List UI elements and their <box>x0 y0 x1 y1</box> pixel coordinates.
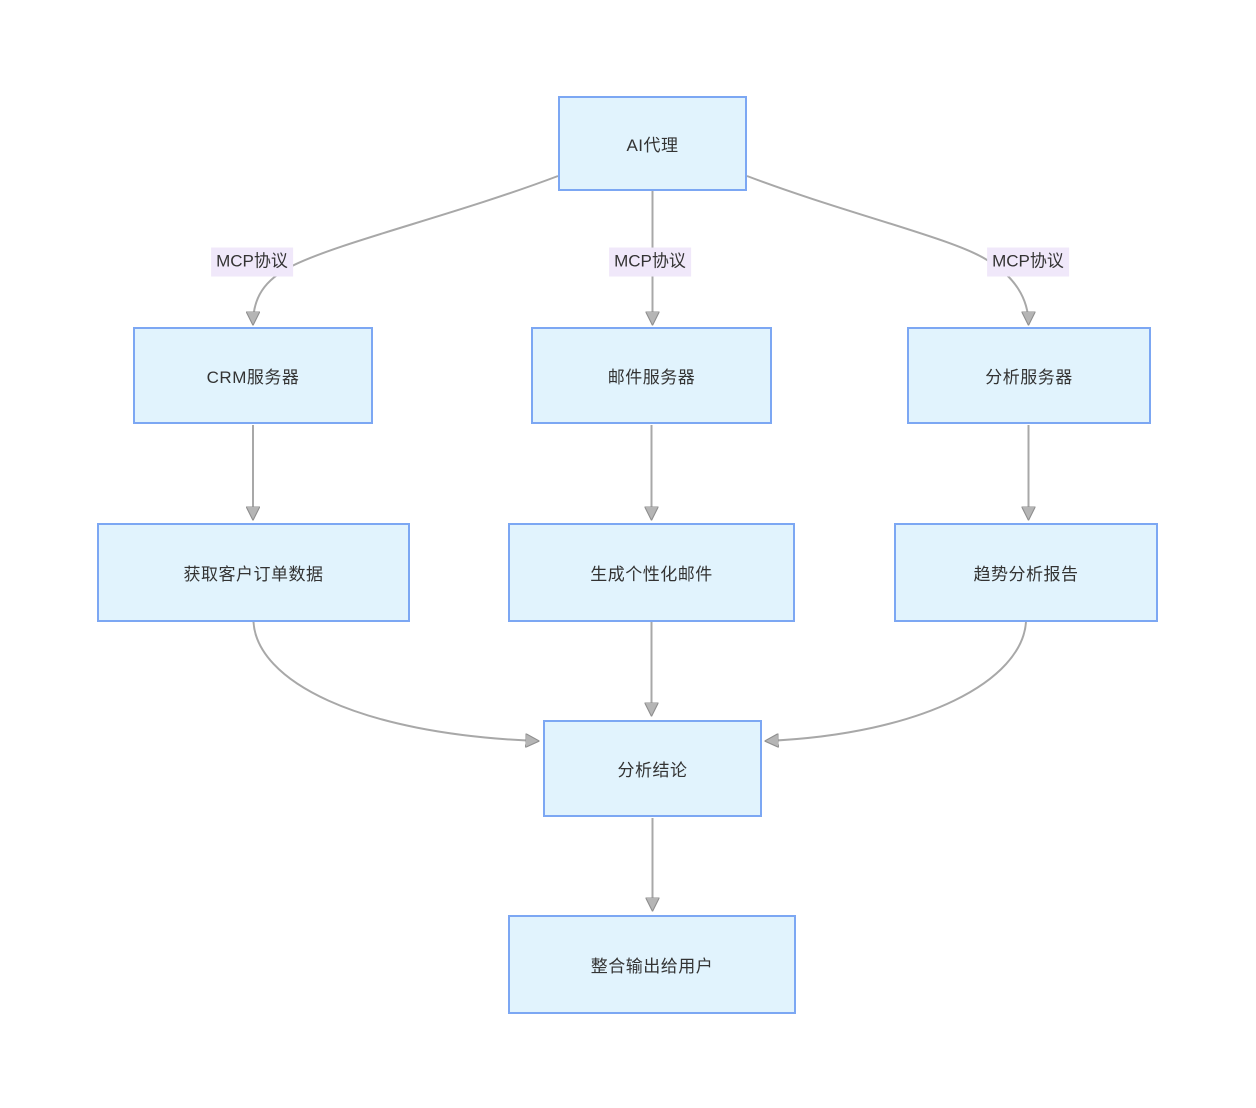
edge-trend-to-conclusion <box>766 621 1027 741</box>
node-ai-agent: AI代理 <box>558 96 747 191</box>
node-output-label: 整合输出给用户 <box>590 957 714 976</box>
node-gen-email: 生成个性化邮件 <box>508 523 795 622</box>
node-output: 整合输出给用户 <box>508 915 796 1014</box>
node-conclusion-label: 分析结论 <box>617 761 688 780</box>
node-conclusion: 分析结论 <box>543 720 762 817</box>
node-analysis-server: 分析服务器 <box>907 327 1151 424</box>
edge-label-mcp-left: MCP协议 <box>211 247 293 277</box>
node-trend-report-label: 趋势分析报告 <box>973 565 1079 584</box>
node-mail-server-label: 邮件服务器 <box>607 368 696 387</box>
edge-label-mcp-right: MCP协议 <box>987 247 1069 277</box>
edge-label-mcp-middle: MCP协议 <box>609 247 691 277</box>
node-trend-report: 趋势分析报告 <box>894 523 1158 622</box>
node-gen-email-label: 生成个性化邮件 <box>590 565 713 584</box>
edge-orders-to-conclusion <box>252 621 539 741</box>
node-analysis-server-label: 分析服务器 <box>985 368 1073 387</box>
node-ai-agent-label: AI代理 <box>626 136 679 155</box>
edge-ai-to-analysis <box>746 175 1029 324</box>
node-get-orders: 获取客户订单数据 <box>97 523 410 622</box>
node-get-orders-label: 获取客户订单数据 <box>183 565 324 584</box>
node-mail-server: 邮件服务器 <box>531 327 772 424</box>
node-crm-server: CRM服务器 <box>133 327 373 424</box>
edge-ai-to-crm <box>253 175 559 324</box>
node-crm-server-label: CRM服务器 <box>206 368 300 387</box>
